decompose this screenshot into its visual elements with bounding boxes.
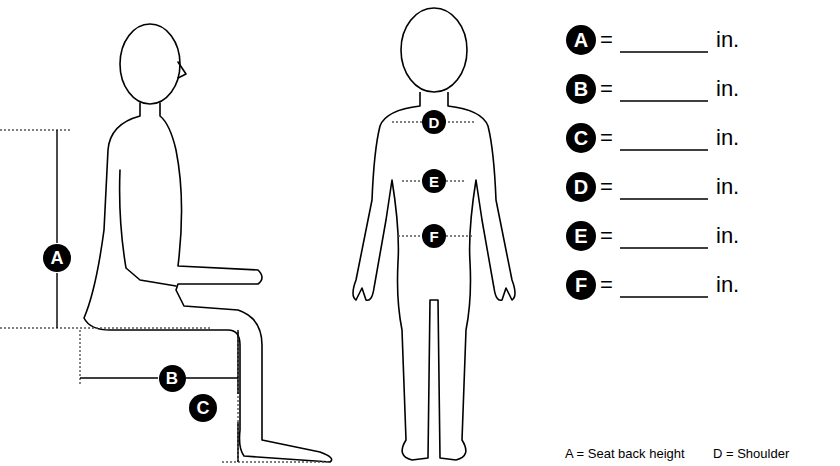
list-letter: D — [566, 172, 596, 202]
letter-text: D — [574, 177, 588, 197]
answer-field-text: = — [600, 29, 613, 51]
answer-field-text: in. — [716, 176, 739, 198]
answer-field-text: in. — [716, 29, 739, 51]
list-letter: E — [566, 221, 596, 251]
letter-text: E — [574, 226, 587, 246]
letter-text: D — [429, 115, 440, 130]
answer-underlines — [620, 52, 708, 297]
answer-field-text: = — [600, 274, 613, 296]
answer-field-text: in. — [716, 78, 739, 100]
list-letter: C — [566, 123, 596, 153]
list-letter: B — [566, 74, 596, 104]
letter-text: F — [575, 275, 587, 295]
letter-text: C — [197, 399, 210, 417]
key-note: D = Shoulder — [713, 447, 789, 460]
list-letter: F — [566, 270, 596, 300]
letter-text: B — [574, 79, 588, 99]
key-note: A = Seat back height — [565, 447, 685, 460]
answer-field-text: in. — [716, 274, 739, 296]
callout-letter: C — [189, 394, 217, 422]
dimension-lines — [0, 122, 476, 462]
dimension-arrows — [57, 130, 238, 462]
seated-figure — [84, 24, 332, 462]
callout-letter: A — [43, 244, 71, 272]
answer-field-text: = — [600, 78, 613, 100]
callout-letter: F — [422, 224, 446, 248]
standing-figure — [353, 8, 515, 460]
answer-field-text: in. — [716, 225, 739, 247]
letter-text: A — [574, 30, 588, 50]
callout-letter: E — [422, 169, 446, 193]
letter-text: E — [429, 174, 439, 189]
letter-text: F — [429, 229, 438, 244]
answer-field-text: = — [600, 127, 613, 149]
callout-letter: D — [422, 110, 446, 134]
answer-field-text: = — [600, 176, 613, 198]
letter-text: A — [51, 249, 64, 267]
callout-letter: B — [159, 365, 186, 392]
letter-text: B — [166, 370, 178, 387]
letter-text: C — [574, 128, 588, 148]
answer-field-text: in. — [716, 127, 739, 149]
list-letter: A — [566, 25, 596, 55]
answer-field-text: = — [600, 225, 613, 247]
